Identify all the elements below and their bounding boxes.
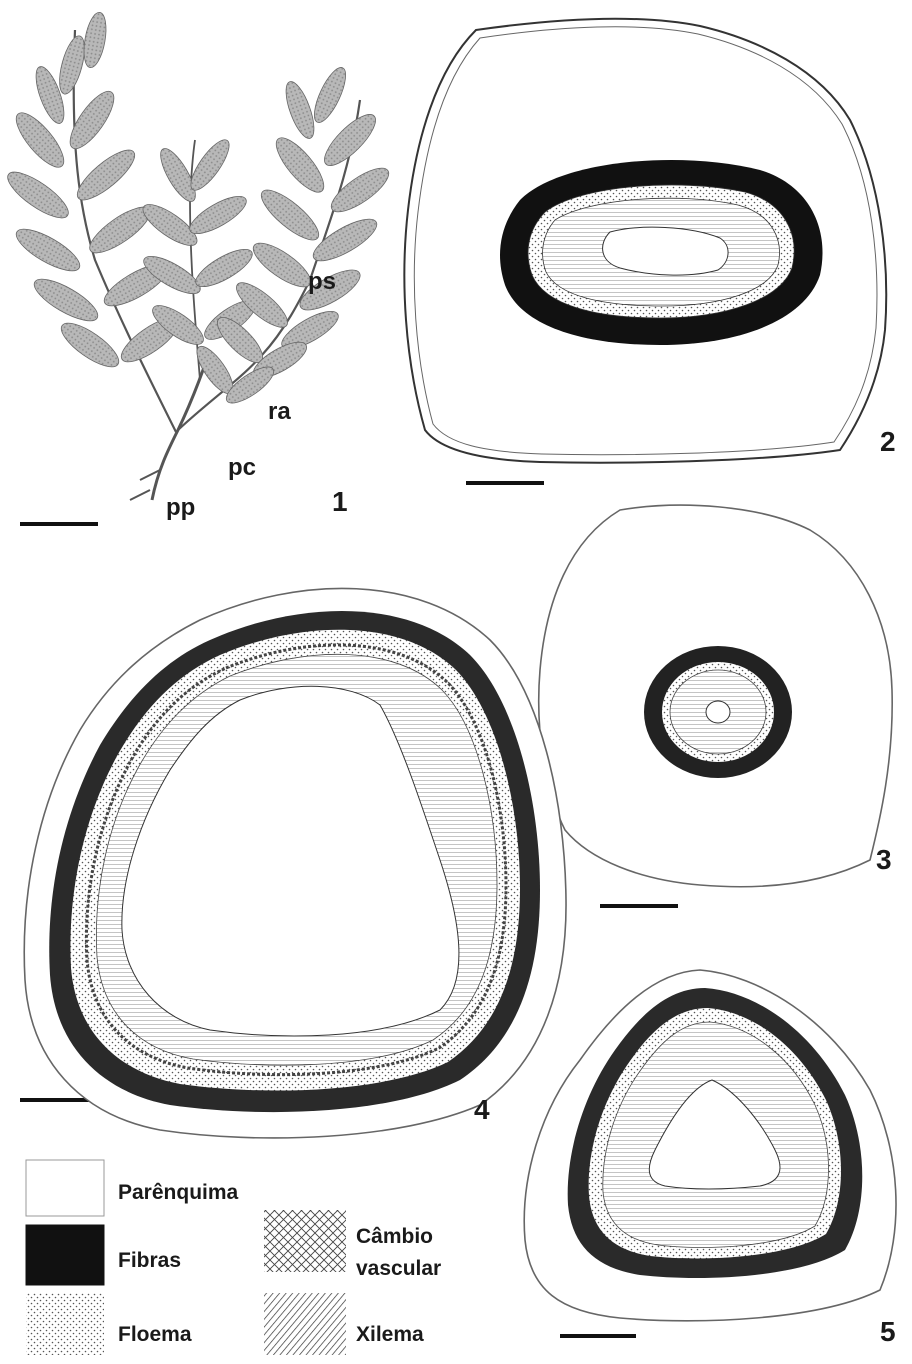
fig4-cross-section xyxy=(24,588,566,1138)
leaflet xyxy=(247,236,316,295)
fig3-medula xyxy=(706,701,730,723)
legend-swatch-xilema xyxy=(264,1293,346,1355)
legend-label-parenquima: Parênquima xyxy=(118,1182,238,1203)
legend-swatch-parenquima xyxy=(26,1160,104,1216)
legend-label-fibras: Fibras xyxy=(118,1250,181,1271)
label-pp: pp xyxy=(166,496,195,520)
legend-label-floema: Floema xyxy=(118,1324,192,1345)
figure-number-3: 3 xyxy=(876,846,892,874)
label-ra: ra xyxy=(268,400,291,424)
leaflet xyxy=(308,64,351,127)
fig5-cross-section xyxy=(524,970,896,1321)
figure-number-1: 1 xyxy=(332,488,348,516)
leaflet xyxy=(280,78,319,141)
fig2-cross-section xyxy=(404,19,886,463)
leaflet xyxy=(55,316,124,375)
fig3-cross-section xyxy=(539,505,892,887)
leaflet xyxy=(71,143,142,208)
leaflet xyxy=(308,212,382,269)
figure-number-2: 2 xyxy=(880,428,896,456)
leaflet xyxy=(255,183,326,248)
legend-label-cambio-line1: Câmbio xyxy=(356,1226,433,1247)
figure-number-4: 4 xyxy=(474,1096,490,1124)
legend-label-xilema: Xilema xyxy=(356,1324,424,1345)
leaflet xyxy=(63,85,122,154)
label-ps: ps xyxy=(308,270,336,294)
label-pc: pc xyxy=(228,456,256,480)
leaflet xyxy=(11,222,85,279)
leaflet xyxy=(269,131,331,199)
legend-swatch-cambio xyxy=(264,1210,346,1272)
leaflet xyxy=(29,272,103,329)
leaflet xyxy=(2,165,75,226)
leaflet xyxy=(80,11,109,70)
legend-swatch-floema xyxy=(26,1293,104,1355)
figure-number-5: 5 xyxy=(880,1318,896,1346)
legend-label-cambio-line2: vascular xyxy=(356,1258,441,1279)
leaflet xyxy=(325,161,394,220)
fig1-leaflets xyxy=(2,11,395,410)
fig2-medula xyxy=(603,227,728,275)
legend-swatch-fibras xyxy=(26,1225,104,1285)
